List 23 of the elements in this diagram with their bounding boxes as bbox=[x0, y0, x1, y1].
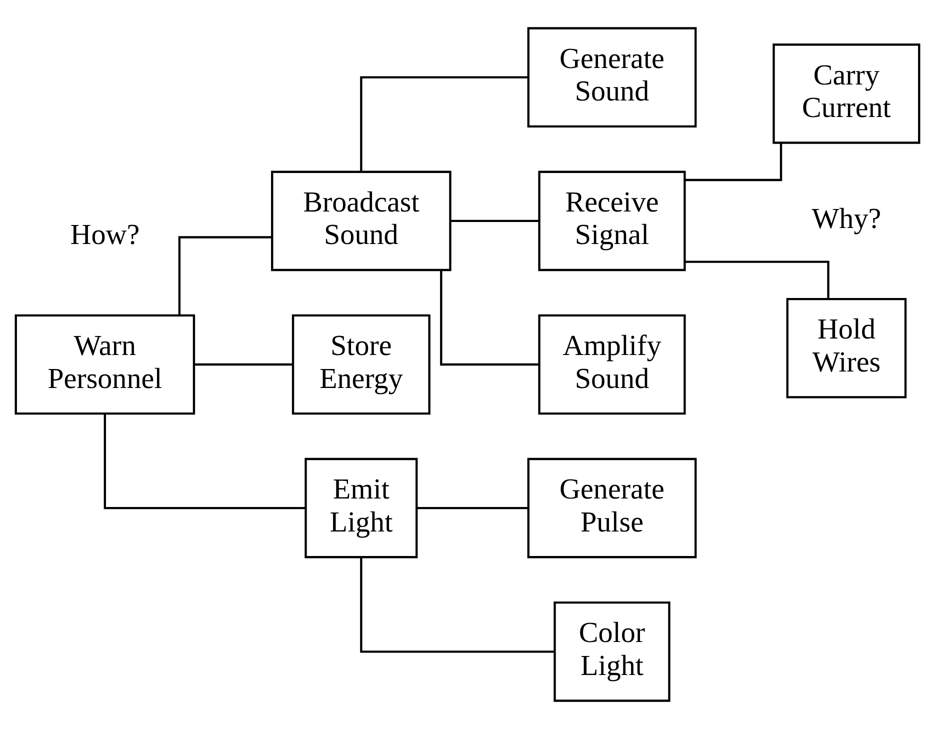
node-box: Warn Personnel bbox=[14, 314, 196, 415]
connector bbox=[685, 260, 830, 299]
node-box: Color Light bbox=[554, 602, 670, 702]
node-box: Store Energy bbox=[292, 314, 430, 415]
label: Why? bbox=[812, 202, 882, 235]
connector bbox=[416, 507, 528, 510]
node-box: Hold Wires bbox=[786, 298, 907, 398]
connector bbox=[104, 414, 306, 510]
connector bbox=[178, 236, 272, 315]
node-box: Broadcast Sound bbox=[271, 170, 452, 272]
connector bbox=[194, 363, 293, 366]
connector bbox=[360, 76, 528, 172]
node-box: Generate Pulse bbox=[527, 458, 697, 558]
node-box: Carry Current bbox=[772, 44, 920, 144]
node-box: Receive Signal bbox=[538, 170, 686, 272]
node-box: Generate Sound bbox=[527, 27, 697, 128]
connector bbox=[685, 142, 782, 182]
node-box: Emit Light bbox=[304, 458, 418, 558]
node-box: Amplify Sound bbox=[538, 314, 686, 415]
label: How? bbox=[70, 219, 140, 252]
connector bbox=[450, 220, 539, 222]
connector bbox=[440, 270, 540, 366]
connector bbox=[360, 558, 554, 653]
